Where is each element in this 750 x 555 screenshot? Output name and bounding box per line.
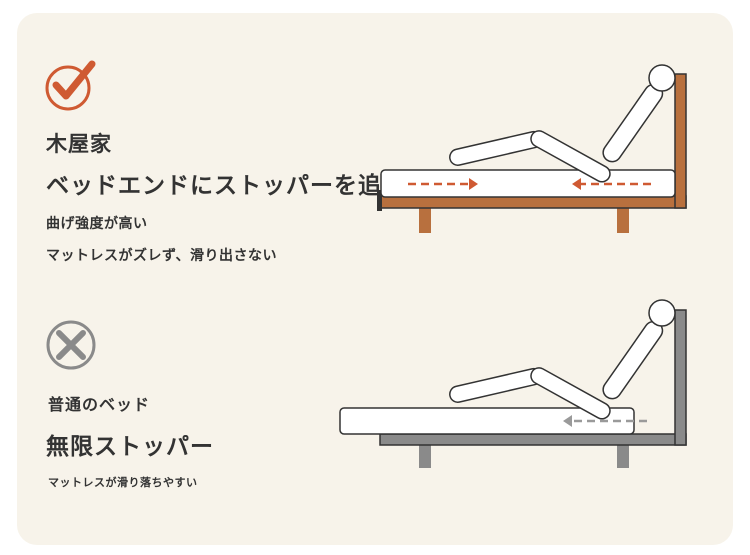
end-stopper: [377, 190, 382, 211]
bed-leg: [617, 207, 629, 233]
normal-point-1: マットレスが滑り落ちやすい: [48, 476, 198, 489]
good-point-1: 曲げ強度が高い: [46, 216, 148, 232]
bed-leg: [419, 444, 431, 468]
brand-name: 木屋家: [46, 132, 112, 156]
person-figure: [449, 64, 676, 183]
bed-leg: [617, 444, 629, 468]
good-headline: ベッドエンドにストッパーを追加: [46, 173, 406, 199]
bed-frame: [379, 433, 687, 446]
check-circle-icon: [45, 60, 96, 111]
headboard: [674, 73, 687, 209]
good-point-2: マットレスがズレず、滑り出さない: [46, 248, 278, 264]
comparison-card: [17, 13, 733, 545]
bed-leg: [419, 207, 431, 233]
normal-headline: 無限ストッパー: [46, 434, 214, 460]
arrow-head: [469, 178, 478, 190]
headboard: [674, 309, 687, 446]
arrow-head: [563, 415, 572, 427]
cross-circle-icon: [46, 320, 96, 370]
normal-label: 普通のベッド: [48, 395, 151, 414]
person-figure: [449, 299, 676, 420]
arrow-head: [572, 178, 581, 190]
